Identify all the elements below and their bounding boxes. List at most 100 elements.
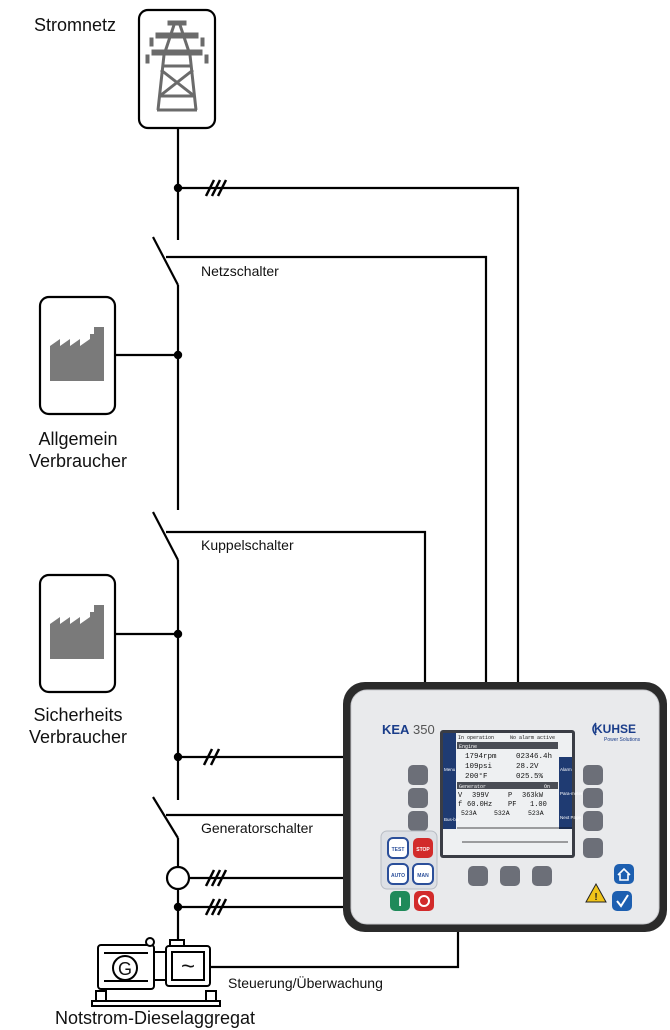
- display-screen: [443, 733, 572, 855]
- softkey-parameter-label: Para-meter: [560, 791, 583, 796]
- softkey-right-3[interactable]: [583, 811, 603, 831]
- brand-subtitle: Power Solutions: [604, 737, 641, 743]
- junction-dot: [173, 350, 183, 360]
- off-button[interactable]: [414, 891, 434, 911]
- three-phase-mark: [204, 179, 228, 197]
- generator-switch-label: Generatorschalter: [201, 820, 313, 836]
- off-button-icon: [418, 895, 430, 907]
- three-phase-mark: [204, 898, 228, 916]
- on-button-label: I: [398, 895, 401, 909]
- junction-dots: [173, 183, 183, 912]
- generator-state: On: [544, 784, 550, 790]
- junction-dot: [173, 183, 183, 193]
- softkey-bottom-3[interactable]: [532, 866, 552, 886]
- safety-consumer-label-2: Verbraucher: [29, 727, 127, 747]
- power-value: 363kW: [522, 792, 544, 800]
- three-phase-mark: [202, 748, 221, 766]
- general-consumer-box: [38, 295, 117, 416]
- power-label: P: [508, 792, 512, 800]
- warning-icon: [585, 882, 607, 903]
- control-label: Steuerung/Überwachung: [228, 974, 383, 991]
- generator-switch-blade: [152, 796, 179, 839]
- softkey-bottom-1[interactable]: [468, 866, 488, 886]
- brand-logo: KUHSE: [594, 722, 636, 736]
- checkmark-icon: [616, 894, 629, 908]
- softkey-left-3[interactable]: [408, 811, 428, 831]
- softkey-nextpage-label: Next Page: [560, 815, 582, 820]
- stop-button-label: STOP: [416, 847, 430, 853]
- pf-label: PF: [508, 801, 516, 809]
- section-engine: Engine: [459, 744, 477, 750]
- coupling-switch-blade: [152, 511, 179, 561]
- test-button-label: TEST: [392, 847, 405, 853]
- auto-button[interactable]: [387, 863, 409, 885]
- model-name: KEA: [382, 722, 410, 737]
- current-l3: 523A: [528, 810, 544, 817]
- home-icon: [617, 867, 631, 881]
- safety-consumer-label-1: Sicherheits: [33, 705, 122, 725]
- model-number: 350: [413, 722, 435, 737]
- control-monitoring-line: [210, 930, 460, 969]
- coupling-switch-label: Kuppelschalter: [201, 537, 294, 553]
- grid-switch-control-line: [166, 255, 488, 688]
- generator-symbol: G: [118, 959, 132, 979]
- wiring: [115, 128, 520, 969]
- general-consumer-label-2: Verbraucher: [29, 451, 127, 471]
- factory-icon: [50, 327, 104, 381]
- home-button[interactable]: [614, 864, 634, 884]
- section-generator: Generator: [459, 784, 486, 790]
- junction-dot: [173, 902, 183, 912]
- junction-dot: [173, 629, 183, 639]
- genset-label: Notstrom-Dieselaggregat: [55, 1008, 255, 1028]
- softkey-menu-label: Menu: [444, 767, 456, 772]
- softkey-busbar-label: Bus-bar: [444, 817, 460, 822]
- man-button[interactable]: [412, 863, 434, 885]
- status-right: No alarm active: [510, 735, 555, 741]
- svg-text:!: !: [594, 892, 597, 903]
- pylon-icon: [145, 20, 209, 112]
- stop-button[interactable]: [413, 838, 433, 858]
- status-left: In operation: [458, 735, 494, 741]
- grid-measurement-line: [178, 186, 520, 688]
- pf-value: 1.00: [530, 801, 547, 809]
- safety-consumer-box: [38, 573, 117, 694]
- engine-hours: 02346.4h: [516, 753, 552, 761]
- grid-switch-label: Netzschalter: [201, 263, 279, 279]
- battery-voltage: 28.2V: [516, 763, 539, 771]
- softkey-right-2[interactable]: [583, 788, 603, 808]
- coolant-temp: 200°F: [465, 772, 488, 781]
- current-l1: 523A: [461, 810, 477, 817]
- engine-speed: 1794rpm: [465, 753, 497, 761]
- grid-pylon-box: [137, 8, 217, 130]
- softkey-left-1[interactable]: [408, 765, 428, 785]
- factory-icon: [50, 605, 104, 659]
- frequency-label: f: [458, 801, 462, 809]
- oil-pressure: 109psi: [465, 763, 493, 771]
- voltage-value: 399V: [472, 792, 490, 800]
- three-phase-marks: [202, 179, 228, 916]
- grid-label: Stromnetz: [34, 15, 116, 35]
- current-l2: 532A: [494, 810, 510, 817]
- diesel-genset: [91, 937, 221, 1007]
- voltage-label: V: [458, 792, 463, 800]
- ac-symbol: ~: [181, 953, 195, 980]
- confirm-button[interactable]: [612, 891, 632, 911]
- junction-dot: [173, 752, 183, 762]
- current-transformer: [165, 865, 191, 891]
- softkey-right-1[interactable]: [583, 765, 603, 785]
- coupling-switch-control-line: [166, 530, 427, 688]
- frequency-value: 60.0Hz: [467, 801, 492, 809]
- general-consumer-label-1: Allgemein: [38, 429, 117, 449]
- softkey-bottom-2[interactable]: [500, 866, 520, 886]
- kea-controller: KEA 350 KUHSE Power Solutions Menu Bus-b…: [343, 682, 667, 932]
- softkey-left-2[interactable]: [408, 788, 428, 808]
- on-button[interactable]: [390, 891, 410, 911]
- fuel-level: 025.5%: [516, 773, 544, 781]
- man-button-label: MAN: [417, 873, 429, 879]
- softkey-right-4[interactable]: [583, 838, 603, 858]
- softkey-alarm-label: Alarm: [560, 767, 572, 772]
- auto-button-label: AUTO: [391, 873, 405, 879]
- grid-switch-blade: [152, 236, 179, 286]
- test-button[interactable]: [387, 837, 409, 859]
